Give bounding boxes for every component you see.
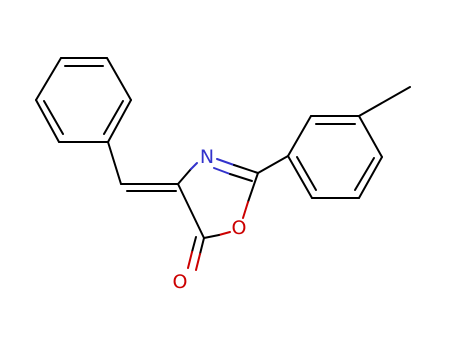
double-bond-inner — [354, 157, 375, 191]
carbonyl-oxygen-label: O — [173, 271, 188, 293]
tolyl-ring — [287, 115, 383, 199]
bond — [199, 237, 205, 255]
bond — [358, 156, 383, 199]
double-bond-inner — [43, 100, 64, 135]
double-bond-inner — [103, 100, 124, 135]
phenyl-ring — [35, 57, 132, 143]
bond — [287, 155, 313, 199]
bond — [287, 115, 312, 157]
bond — [195, 253, 201, 271]
bond — [257, 155, 289, 174]
double-bond-inner — [229, 173, 253, 182]
bond — [190, 162, 198, 170]
bond — [106, 57, 132, 101]
bond — [203, 234, 220, 239]
bond — [242, 201, 249, 219]
double-bond-inner — [213, 167, 231, 175]
exocyclic-double-bond — [120, 183, 179, 192]
double-bond-inner — [296, 156, 317, 191]
bond — [177, 183, 205, 239]
bond — [218, 231, 231, 236]
bond — [177, 168, 192, 185]
bond — [233, 164, 259, 174]
carbonyl-group — [187, 236, 205, 271]
bond — [35, 57, 62, 101]
bond — [107, 99, 132, 143]
bond — [247, 172, 259, 203]
ring-oxygen-label: O — [232, 217, 247, 239]
bond — [107, 141, 122, 185]
bond — [358, 115, 383, 158]
oxazolone-ring — [177, 158, 259, 239]
double-bond-inner — [187, 251, 193, 269]
double-bond-inner — [191, 236, 197, 253]
bond — [35, 99, 60, 143]
bond — [216, 158, 235, 166]
methyl-bond — [358, 86, 411, 117]
nitrogen-label: N — [200, 146, 214, 168]
